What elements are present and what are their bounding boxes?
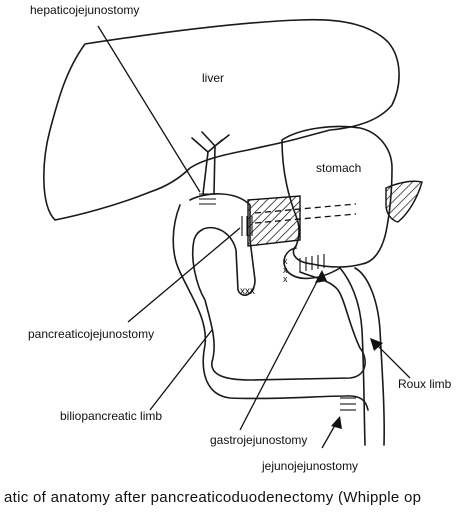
pancreaticojejunostomy-stitches [241,216,253,236]
pancreas-body [247,195,301,247]
label-jejunojejunostomy: jejunojejunostomy [261,459,358,473]
stitch-marks-stomach-2: x [283,265,288,275]
label-biliopancreatic-limb: biliopancreatic limb [60,409,162,423]
label-liver: liver [202,71,224,85]
pancreatic-duct-lower [254,213,357,224]
label-pancreaticojejunostomy: pancreaticojejunostomy [28,327,154,341]
label-roux-limb: Roux limb [398,377,452,391]
pointer-gastrojejunostomy [239,271,323,431]
stitch-marks-bp-end: xxx [240,286,255,297]
liver-outline [43,18,400,221]
hepaticojejunostomy-stitches [199,193,216,205]
pointer-roux-limb [373,341,411,379]
label-hepaticojejunostomy: hepaticojejunostomy [30,3,139,17]
biliopancreatic-limb [172,193,369,411]
pancreas-tail [385,180,423,223]
stitch-marks-stomach-3: x [283,274,288,284]
arrowhead-jejunojejunostomy [331,416,342,429]
label-gastrojejunostomy: gastrojejunostomy [210,433,307,447]
pointer-hepaticojejunostomy [97,25,201,193]
jejunojejunostomy-stitches [340,397,356,411]
arrowhead-gastrojejunostomy [315,270,327,283]
gastrojejunostomy-stitches [299,254,325,272]
roux-limb [339,267,385,446]
arrowhead-roux-limb [370,338,383,351]
stitch-marks-stomach: x [283,256,288,266]
pointer-pancreaticojejunostomy [127,227,241,323]
figure-caption: atic of anatomy after pancreaticoduodene… [4,489,421,506]
pointer-biliopancreatic-limb [149,329,213,411]
pancreatic-duct-upper [254,203,357,214]
label-stomach: stomach [316,161,361,175]
hepatic-duct [191,131,230,195]
